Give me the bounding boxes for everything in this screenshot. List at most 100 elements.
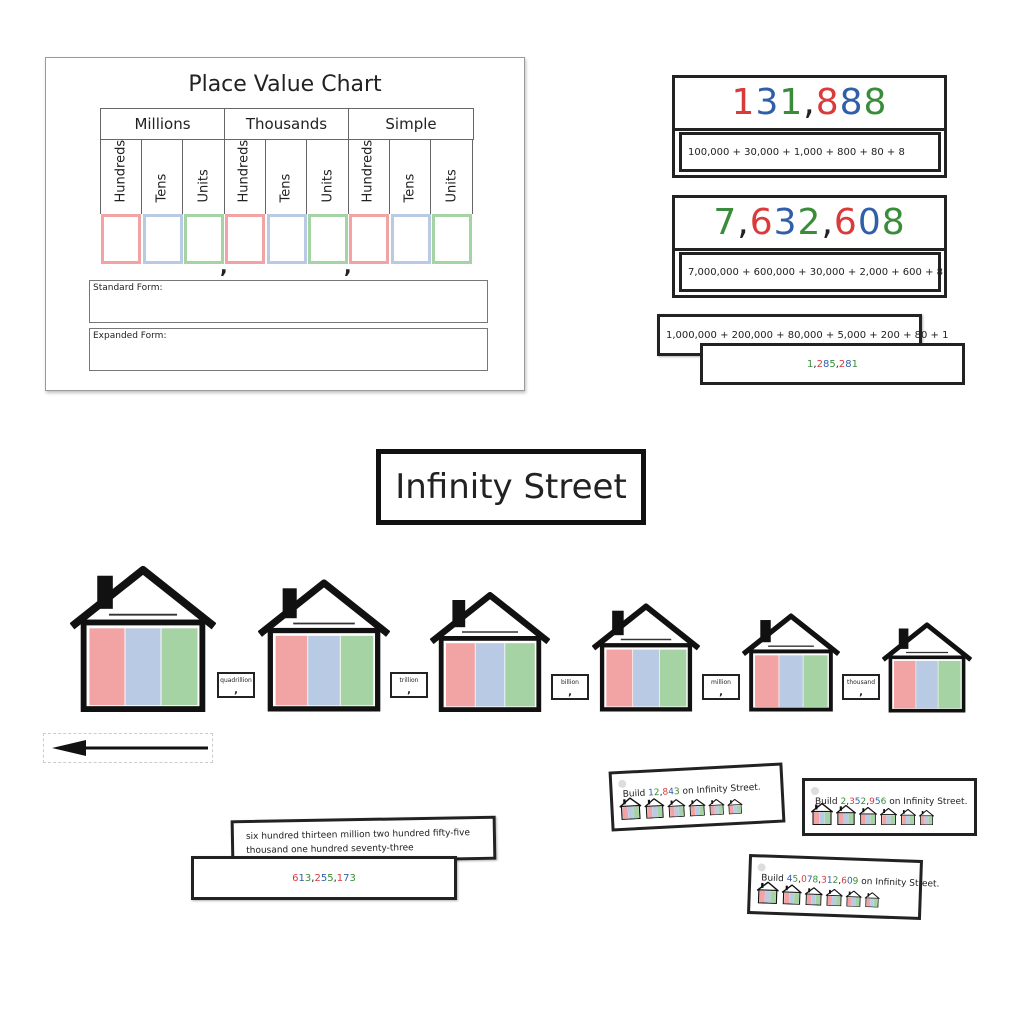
period-name: trillion — [399, 677, 419, 684]
digit-box-tens[interactable] — [390, 214, 431, 264]
column-header-units: Units — [431, 140, 474, 214]
digit: 1 — [807, 358, 814, 370]
build-task-card[interactable]: Build 45,078,312,609 on Infinity Street. — [747, 853, 940, 921]
mini-house-icon — [781, 884, 802, 909]
digit: 3 — [304, 872, 312, 884]
digit: 6 — [749, 202, 774, 243]
digit: 2 — [838, 358, 846, 370]
column-header-units: Units — [307, 140, 350, 214]
comma: , — [568, 686, 572, 698]
build-task-card[interactable]: Build 2,352,956 on Infinity Street. — [802, 778, 977, 836]
standard-form-box[interactable]: Standard Form: — [89, 280, 488, 323]
house[interactable] — [70, 565, 216, 713]
house-icon — [708, 798, 725, 816]
period-separator-trillion[interactable]: trillion, — [390, 672, 428, 698]
digit-box-hundreds[interactable] — [101, 214, 141, 264]
build-number: 2,352,956 — [840, 797, 886, 807]
comma: , — [234, 684, 238, 696]
house-icon — [781, 884, 802, 905]
house-icon — [644, 798, 665, 819]
mini-house-icon — [619, 797, 642, 824]
digit: 5 — [854, 797, 861, 807]
house[interactable] — [258, 578, 390, 713]
period-separator-quadrillion[interactable]: quadrillion, — [217, 672, 255, 698]
period-separator-million[interactable]: million, — [702, 674, 740, 700]
number-card-1[interactable]: 131,888 100,000 + 30,000 + 1,000 + 800 +… — [672, 75, 947, 178]
column-label: Tens — [278, 173, 294, 203]
arrow-card[interactable] — [43, 733, 213, 763]
number-display: 7,632,608 — [675, 198, 944, 251]
house-icon — [899, 808, 917, 826]
house-icon — [592, 603, 700, 712]
period-name: billion — [561, 679, 579, 686]
digit: 0 — [857, 202, 882, 243]
digit: 2 — [816, 358, 823, 370]
house-icon — [688, 798, 706, 817]
digit: 8 — [881, 202, 906, 243]
period-separator-billion[interactable]: billion, — [551, 674, 589, 700]
period-separator-thousand[interactable]: thousand, — [842, 674, 880, 700]
mini-house-icon — [667, 798, 686, 822]
digit: 2 — [840, 797, 847, 807]
digit: 3 — [849, 797, 855, 807]
house-icon — [619, 797, 642, 821]
house[interactable] — [882, 622, 972, 713]
digit: 8 — [822, 358, 830, 370]
digit-box-units[interactable] — [308, 214, 349, 264]
digit: 8 — [815, 82, 840, 123]
build-task-card[interactable]: Build 12,843 on Infinity Street. — [608, 762, 786, 832]
house-icon — [667, 798, 686, 818]
digit: 1 — [731, 82, 756, 123]
column-header-tens: Tens — [390, 140, 432, 214]
number-card-2[interactable]: 7,632,608 7,000,000 + 600,000 + 30,000 +… — [672, 195, 947, 298]
street-title: Infinity Street — [376, 449, 646, 525]
digit: 5 — [327, 872, 334, 884]
digit-box-tens[interactable] — [142, 214, 183, 264]
house-icon — [918, 809, 935, 826]
comma: , — [813, 358, 817, 370]
digit-box-units[interactable] — [432, 214, 473, 264]
build-task-text: Build 12,843 on Infinity Street. — [622, 782, 761, 800]
digit: , — [821, 202, 834, 243]
house[interactable] — [742, 612, 840, 713]
column-label: Units — [444, 169, 460, 203]
hole-punch — [618, 779, 627, 789]
standard-form-label: Standard Form: — [93, 283, 163, 293]
expanded-form-box[interactable]: Expanded Form: — [89, 328, 488, 371]
mini-house-icon — [810, 802, 834, 829]
digit-box-hundreds[interactable] — [349, 214, 389, 264]
house-icon — [727, 798, 743, 815]
house[interactable] — [592, 602, 700, 713]
hole-punch — [811, 787, 819, 795]
column-label: Units — [196, 169, 212, 203]
period-name: thousand — [846, 679, 876, 686]
digit: 1 — [851, 358, 858, 370]
digit: 8 — [839, 82, 864, 123]
column-label: Hundreds — [113, 139, 129, 203]
column-label: Units — [320, 169, 336, 203]
digit: 6 — [292, 872, 299, 884]
digit-box-tens[interactable] — [266, 214, 307, 264]
digit: 2 — [860, 797, 867, 807]
digit: 3 — [755, 82, 780, 123]
column-label: Hundreds — [360, 139, 376, 203]
digit-box-units[interactable] — [184, 214, 225, 264]
digit: 6 — [833, 202, 858, 243]
digit: , — [803, 82, 816, 123]
expanded-form-card: 100,000 + 30,000 + 1,000 + 800 + 80 + 8 — [679, 132, 941, 172]
arrow-left-icon — [52, 740, 208, 756]
period-name: million — [711, 679, 731, 686]
word-form-text: six hundred thirteen million two hundred… — [245, 828, 471, 856]
digit: 8 — [845, 358, 852, 370]
digit-box-hundreds[interactable] — [225, 214, 265, 264]
group-millions: Millions — [100, 108, 225, 140]
column-label: Hundreds — [236, 139, 252, 203]
group-thousands: Thousands — [224, 108, 349, 140]
column-label: Tens — [154, 173, 170, 203]
hole-punch — [757, 863, 766, 872]
house-icon — [825, 888, 843, 907]
house[interactable] — [430, 591, 550, 713]
comma: , — [344, 254, 352, 278]
